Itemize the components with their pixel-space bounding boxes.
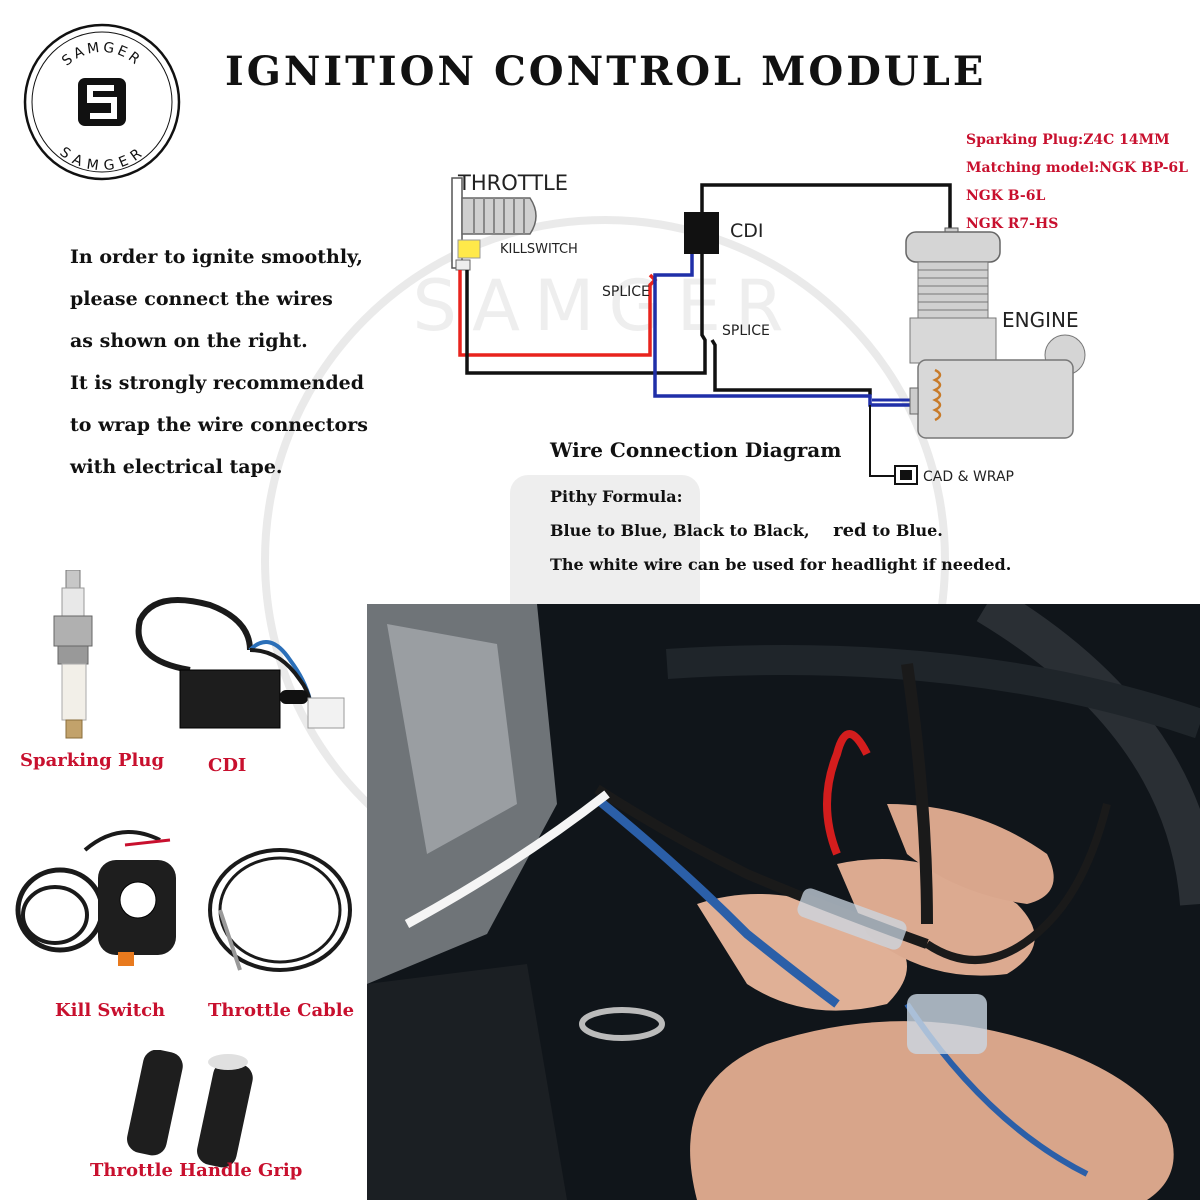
instruction-line: In order to ignite smoothly, xyxy=(70,246,363,268)
killswitch-button xyxy=(457,239,481,259)
engine-label: ENGINE xyxy=(1002,308,1079,332)
splice-label-2: SPLICE xyxy=(722,323,770,339)
cdi-label: CDI xyxy=(730,220,764,242)
killswitch-label: KILLSWITCH xyxy=(500,242,578,257)
handle-grip-image xyxy=(127,1050,253,1168)
instruction-line: It is strongly recommended xyxy=(70,372,365,394)
spec-item: Sparking Plug:Z4C 14MM xyxy=(966,132,1170,148)
spec-item: NGK R7-HS xyxy=(966,216,1059,232)
brand-logo: SAMGER SAMGER xyxy=(23,23,181,181)
formula: Pithy Formula: Blue to Blue, Black to Bl… xyxy=(550,480,1011,582)
throttle-handle xyxy=(451,177,537,271)
formula-line-1: Blue to Blue, Black to Black, red to Blu… xyxy=(550,514,1011,548)
spec-list: Sparking Plug:Z4C 14MM Matching model:NG… xyxy=(966,126,1188,238)
spark-plug-label: Sparking Plug xyxy=(20,750,165,771)
spec-item: NGK B-6L xyxy=(966,188,1046,204)
cdi-box xyxy=(684,212,719,254)
instruction-line: please connect the wires xyxy=(70,288,333,310)
handle-grip-label: Throttle Handle Grip xyxy=(90,1160,303,1181)
engine-drawing xyxy=(905,227,1086,439)
formula-line-2: The white wire can be used for headlight… xyxy=(550,555,1012,574)
instruction-line: as shown on the right. xyxy=(70,330,308,352)
cdi-image xyxy=(135,597,345,729)
splice-label-1: SPLICE xyxy=(602,284,650,300)
formula-red-word: red xyxy=(833,520,867,541)
cad-wrap-label: CAD & WRAP xyxy=(923,469,1014,485)
wire-diagram-title: Wire Connection Diagram xyxy=(550,438,842,462)
wiring-photo xyxy=(367,604,1200,1200)
kill-switch-image xyxy=(15,830,176,966)
cdi-part-label: CDI xyxy=(208,755,247,776)
instruction-line: to wrap the wire connectors xyxy=(70,414,368,436)
page-title: IGNITION CONTROL MODULE xyxy=(225,48,987,95)
spec-item: Matching model:NGK BP-6L xyxy=(966,160,1189,176)
wiring-diagram: THROTTLE KILLSWITCH CDI SPLICE SPLICE EN… xyxy=(451,171,1086,485)
instructions: In order to ignite smoothly, please conn… xyxy=(70,236,368,488)
instruction-line: with electrical tape. xyxy=(70,456,283,478)
throttle-cable-image xyxy=(208,848,352,972)
throttle-label: THROTTLE xyxy=(457,171,568,195)
formula-line-1-a: Blue to Blue, Black to Black, xyxy=(550,521,810,540)
blue-wire xyxy=(653,252,915,407)
formula-title: Pithy Formula: xyxy=(550,487,683,506)
formula-line-1-b: to Blue. xyxy=(872,521,943,540)
red-wire xyxy=(458,270,658,357)
black-wire xyxy=(465,183,952,375)
spark-plug-image xyxy=(53,570,93,739)
kill-switch-label: Kill Switch xyxy=(55,1000,166,1021)
throttle-cable-label: Throttle Cable xyxy=(208,1000,355,1021)
